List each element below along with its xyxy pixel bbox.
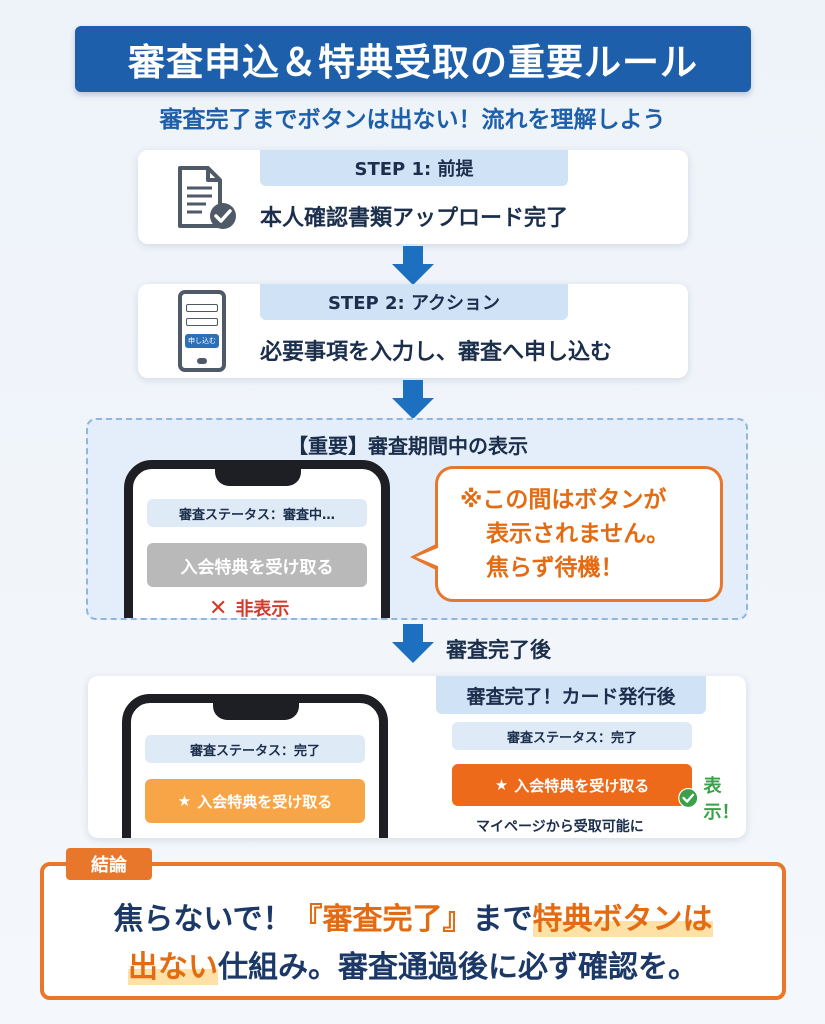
shown-indicator: 表示！ xyxy=(678,772,746,824)
star-icon: ★ xyxy=(494,776,509,794)
conclusion-box: 焦らないで！『審査完了』まで特典ボタンは 出ない仕組み。審査通過後に必ず確認を。 xyxy=(40,862,786,1000)
step2-card: STEP 2: アクション 申し込む 必要事項を入力し、審査へ申し込む xyxy=(138,284,688,378)
phone-mockup-complete: 審査ステータス：完了 ★ 入会特典を受け取る xyxy=(122,694,388,838)
after-header: 審査完了！カード発行後 xyxy=(466,685,676,708)
form-field xyxy=(186,318,218,326)
claim-bonus-label-detail: 入会特典を受け取る xyxy=(514,776,650,795)
step1-tab: STEP 1: 前提 xyxy=(260,150,568,186)
after-caption: マイページから受取可能に xyxy=(476,819,644,835)
subtitle: 審査完了までボタンは出ない！流れを理解しよう xyxy=(159,107,666,133)
bubble-tail-inner xyxy=(416,547,440,567)
claim-bonus-button-detail[interactable]: ★ 入会特典を受け取る xyxy=(452,764,692,806)
status-pill-complete: 審査ステータス：完了 xyxy=(145,735,365,763)
step1-text: 本人確認書類アップロード完了 xyxy=(260,206,569,231)
cross-icon: ✕ xyxy=(209,595,228,620)
bubble-text: ※この間はボタンが 表示されません。 焦らず待機！ xyxy=(460,483,669,585)
claim-bonus-label: 入会特典を受け取る xyxy=(197,792,333,811)
status-pill-detail: 審査ステータス：完了 xyxy=(452,722,692,750)
document-check-icon xyxy=(174,164,240,232)
bubble-line1: ※この間はボタンが xyxy=(460,487,667,513)
phone-notch xyxy=(213,702,299,720)
step2-label: STEP 2: アクション xyxy=(327,293,501,314)
down-arrow-icon xyxy=(390,380,436,420)
step2-tab: STEP 2: アクション xyxy=(260,284,568,320)
smartphone-form-icon: 申し込む xyxy=(178,290,228,374)
phone-notch xyxy=(215,468,301,486)
status-text-pending: 審査ステータス：審査中… xyxy=(178,507,335,523)
conclusion-part6: 仕組み。審査通過後に必ず確認を。 xyxy=(218,950,698,985)
step1-label: STEP 1: 前提 xyxy=(354,159,474,180)
apply-button: 申し込む xyxy=(185,334,219,348)
status-text-complete: 審査ステータス：完了 xyxy=(189,743,320,759)
form-field xyxy=(186,304,218,312)
home-button xyxy=(197,358,207,364)
page-title: 審査申込＆特典受取の重要ルール xyxy=(128,41,698,84)
claim-bonus-button[interactable]: ★ 入会特典を受け取る xyxy=(145,779,365,823)
down-arrow-icon xyxy=(390,246,436,286)
status-text-detail: 審査ステータス：完了 xyxy=(506,730,637,746)
phone-mockup-pending: 審査ステータス：審査中… 入会特典を受け取る ✕ 非表示 xyxy=(124,460,390,620)
after-card: 審査ステータス：完了 ★ 入会特典を受け取る 審査完了！カード発行後 審査ステー… xyxy=(88,676,746,838)
important-title: 【重要】審査期間中の表示 xyxy=(288,434,528,458)
check-circle-icon xyxy=(678,787,699,809)
bubble-line2: 表示されません。 xyxy=(486,521,670,547)
status-pill-pending: 審査ステータス：審査中… xyxy=(147,499,367,527)
warning-bubble: ※この間はボタンが 表示されません。 焦らず待機！ xyxy=(410,466,723,602)
claim-bonus-label-disabled: 入会特典を受け取る xyxy=(180,557,334,578)
hidden-label-row: ✕ 非表示 xyxy=(209,595,290,620)
bubble-line3: 焦らず待機！ xyxy=(486,555,624,581)
title-banner: 審査申込＆特典受取の重要ルール xyxy=(75,26,751,92)
step1-card: STEP 1: 前提 本人確認書類アップロード完了 xyxy=(138,150,688,244)
shown-label: 表示！ xyxy=(703,776,740,823)
conclusion-part3: まで xyxy=(472,902,533,937)
step2-text: 必要事項を入力し、審査へ申し込む xyxy=(260,340,613,365)
conclusion-part2: 『審査完了』 xyxy=(292,902,473,937)
conclusion-part5: 出ない xyxy=(128,950,218,985)
after-header-tab: 審査完了！カード発行後 xyxy=(436,676,706,714)
star-icon: ★ xyxy=(177,792,192,810)
claim-bonus-button-disabled: 入会特典を受け取る xyxy=(147,543,367,587)
conclusion-line2: 出ない仕組み。審査通過後に必ず確認を。 xyxy=(44,942,782,986)
conclusion-tag-label: 結論 xyxy=(91,855,127,876)
after-arrow-label: 審査完了後 xyxy=(446,638,551,662)
apply-button-label: 申し込む xyxy=(188,337,216,345)
down-arrow-icon xyxy=(390,624,436,664)
conclusion-part1: 焦らないで！ xyxy=(113,902,293,937)
conclusion-line1: 焦らないで！『審査完了』まで特典ボタンは xyxy=(44,894,782,938)
conclusion-part4: 特典ボタンは xyxy=(532,902,713,937)
conclusion-tag: 結論 xyxy=(66,848,152,880)
hidden-label: 非表示 xyxy=(235,599,290,620)
